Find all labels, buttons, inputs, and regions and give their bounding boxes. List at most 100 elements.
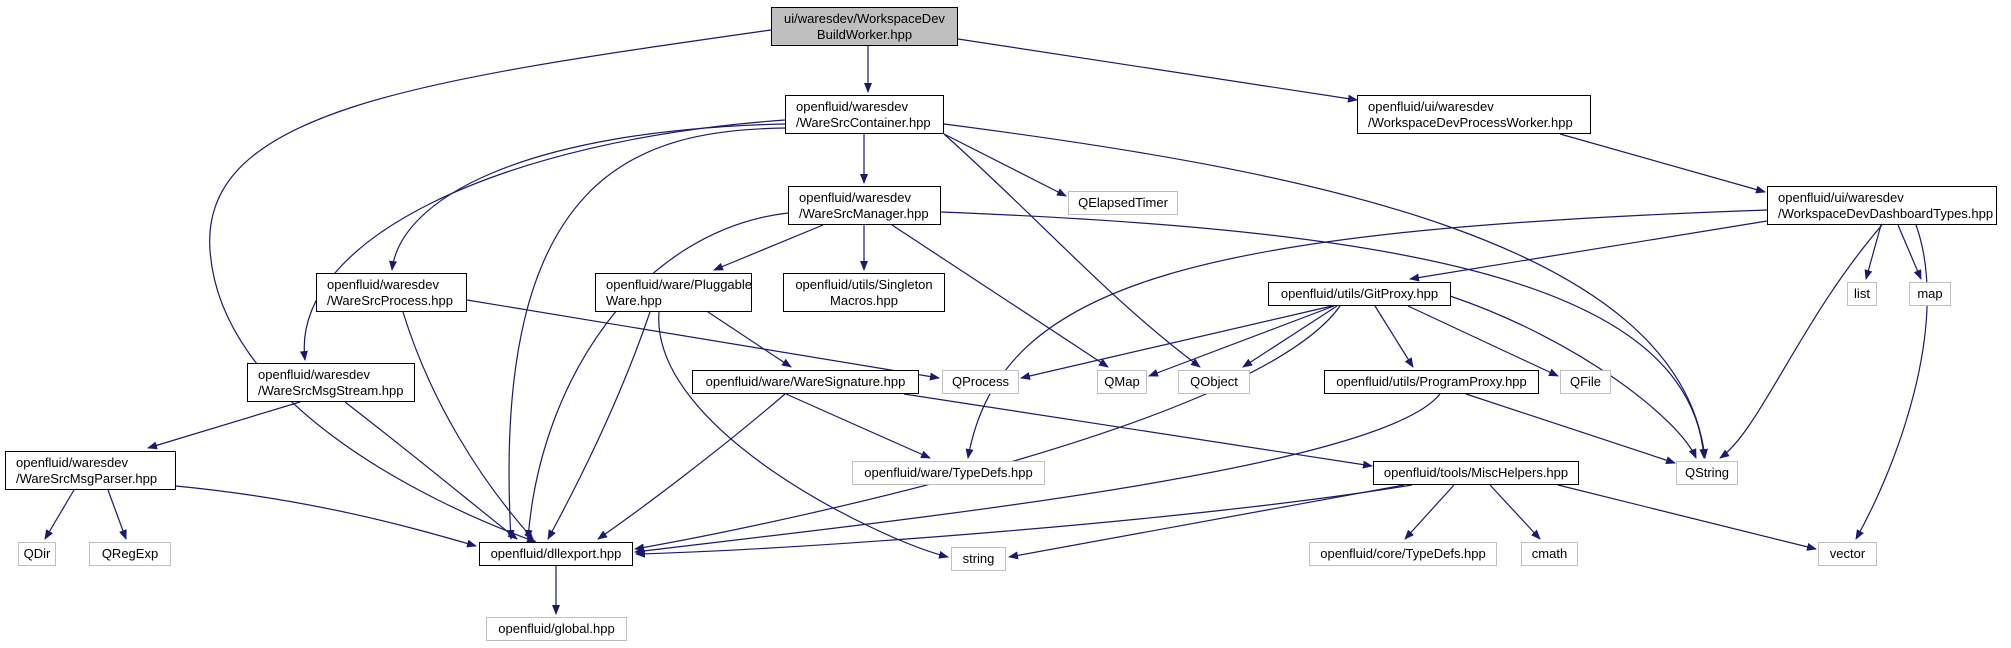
node-workspacedevdashboardtypes[interactable]: openfluid/ui/waresdev /WorkspaceDevDashb… xyxy=(1767,186,1997,225)
edge-wsc-to-qobject xyxy=(943,133,1201,368)
node-list: list xyxy=(1847,282,1877,306)
edge-git-to-qprocess xyxy=(1020,305,1333,380)
node-waresrcprocess[interactable]: openfluid/waresdev /WareSrcProcess.hpp xyxy=(316,273,467,312)
edge-mh-to-ctd xyxy=(1404,484,1455,540)
node-ware-typedefs: openfluid/ware/TypeDefs.hpp xyxy=(852,461,1045,485)
node-singletonmacros[interactable]: openfluid/utils/Singleton Macros.hpp xyxy=(783,273,945,312)
node-workspacedevprocessworker[interactable]: openfluid/ui/waresdev /WorkspaceDevProce… xyxy=(1357,95,1591,134)
node-qstring: QString xyxy=(1676,461,1738,485)
edge-pw-to-dll xyxy=(547,311,651,540)
node-label-line: /WareSrcManager.hpp xyxy=(799,205,929,221)
node-label-line: QFile xyxy=(1569,374,1602,389)
edge-git-to-dll xyxy=(634,305,1341,552)
edge-wdpw-to-wddt xyxy=(1559,133,1766,194)
edge-git-to-qobject xyxy=(1242,305,1338,368)
edge-mh-to-cmath xyxy=(1489,484,1541,540)
node-label-line: openfluid/utils/ProgramProxy.hpp xyxy=(1336,374,1527,389)
edge-wsc-to-qet xyxy=(943,133,1067,197)
edge-wsm-to-qstring xyxy=(940,211,1708,459)
node-label-line: openfluid/core/TypeDefs.hpp xyxy=(1320,546,1486,561)
node-label-line: QString xyxy=(1684,465,1730,480)
node-label-line: Ware.hpp xyxy=(606,292,662,308)
edge-mh-to-string xyxy=(1008,484,1405,560)
node-label-line: openfluid/dllexport.hpp xyxy=(490,546,622,561)
node-label-line: BuildWorker.hpp xyxy=(816,26,913,42)
node-waresrcmsgstream[interactable]: openfluid/waresdev /WareSrcMsgStream.hpp xyxy=(247,363,415,402)
edge-git-to-qmap xyxy=(1148,305,1335,377)
node-label-line: QDir xyxy=(23,546,51,561)
node-label-line: openfluid/ui/waresdev xyxy=(1778,189,1904,205)
node-label-line: openfluid/waresdev xyxy=(258,366,371,382)
node-gitproxy[interactable]: openfluid/utils/GitProxy.hpp xyxy=(1268,282,1451,306)
edge-pp-to-qstring xyxy=(1465,393,1676,464)
edge-mh-to-vector xyxy=(1557,484,1817,551)
edge-wsmp-to-dll xyxy=(175,485,477,548)
edge-wsms-to-dll xyxy=(344,401,518,540)
node-label-line: QElapsedTimer xyxy=(1078,195,1168,210)
node-label-line: openfluid/ware/Pluggable xyxy=(606,276,752,292)
edge-wsp-to-dll xyxy=(402,311,534,540)
node-vector: vector xyxy=(1818,542,1877,566)
node-waresrcmanager[interactable]: openfluid/waresdev /WareSrcManager.hpp xyxy=(788,186,941,225)
node-label-line: QMap xyxy=(1104,374,1140,389)
edge-pp-to-dll xyxy=(634,393,1441,555)
node-label-line: /WorkspaceDevDashboardTypes.hpp xyxy=(1778,205,1994,221)
node-waresignature[interactable]: openfluid/ware/WareSignature.hpp xyxy=(692,370,919,394)
node-core-typedefs: openfluid/core/TypeDefs.hpp xyxy=(1309,542,1497,566)
node-dllexport[interactable]: openfluid/dllexport.hpp xyxy=(479,542,633,566)
edge-mh-to-dll xyxy=(635,484,1413,558)
node-label-line: openfluid/utils/GitProxy.hpp xyxy=(1280,286,1439,301)
node-qobject: QObject xyxy=(1178,370,1250,394)
node-label-line: openfluid/tools/MiscHelpers.hpp xyxy=(1383,465,1569,480)
node-label-line: list xyxy=(1854,286,1870,301)
node-label-line: /WareSrcContainer.hpp xyxy=(796,114,931,130)
node-map: map xyxy=(1909,282,1951,306)
node-qprocess: QProcess xyxy=(942,370,1019,394)
node-label-line: /WareSrcMsgParser.hpp xyxy=(16,470,158,486)
node-label-line: map xyxy=(1917,286,1943,301)
node-qregexp: QRegExp xyxy=(89,542,171,566)
node-waresrcmsgparser[interactable]: openfluid/waresdev /WareSrcMsgParser.hpp xyxy=(5,451,176,490)
edge-wsc-to-qstring xyxy=(943,123,1708,459)
edge-wddt-to-qstring xyxy=(1719,224,1883,459)
edges xyxy=(44,29,1928,615)
edge-git-to-pp xyxy=(1374,305,1414,368)
node-label-line: openfluid/ui/waresdev xyxy=(1368,98,1494,114)
node-label-line: /WorkspaceDevProcessWorker.hpp xyxy=(1368,114,1573,130)
node-label-line: cmath xyxy=(1531,546,1568,561)
node-label-line: openfluid/waresdev xyxy=(16,454,129,470)
edge-wsm-to-qmap xyxy=(891,224,1109,368)
edge-wsc-to-wsms xyxy=(299,119,786,361)
node-label-line: openfluid/utils/Singleton xyxy=(795,276,933,292)
node-mischelpers[interactable]: openfluid/tools/MiscHelpers.hpp xyxy=(1373,461,1579,485)
node-label-line: vector xyxy=(1829,546,1866,561)
edge-root-to-dll xyxy=(209,29,772,543)
node-qdir: QDir xyxy=(18,542,56,566)
node-label-line: QProcess xyxy=(951,374,1010,389)
node-cmath: cmath xyxy=(1521,542,1578,566)
node-label-line: QRegExp xyxy=(101,546,159,561)
node-label-line: ui/waresdev/WorkspaceDev xyxy=(784,10,945,26)
node-programproxy[interactable]: openfluid/utils/ProgramProxy.hpp xyxy=(1324,370,1539,394)
edge-wsmp-to-qdir xyxy=(44,489,75,540)
edge-wsc-to-dll xyxy=(506,127,786,540)
node-label-line: openfluid/waresdev xyxy=(796,98,909,114)
node-label-line: openfluid/ware/WareSignature.hpp xyxy=(705,374,906,389)
edge-wddt-to-list xyxy=(1864,224,1882,280)
edge-wddt-to-vector xyxy=(1855,224,1928,540)
node-label-line: openfluid/waresdev xyxy=(327,276,440,292)
edge-wddt-to-git xyxy=(1409,220,1768,282)
node-label-line: Macros.hpp xyxy=(830,292,898,308)
node-label-line: /WareSrcMsgStream.hpp xyxy=(258,382,404,398)
edge-wsm-to-pw xyxy=(713,224,824,271)
node-string: string xyxy=(951,547,1006,571)
node-global: openfluid/global.hpp xyxy=(486,617,627,641)
node-qmap: QMap xyxy=(1097,370,1147,394)
edge-git-to-qfile xyxy=(1407,305,1559,377)
node-pluggableware[interactable]: openfluid/ware/Pluggable Ware.hpp xyxy=(595,273,752,312)
node-label-line: openfluid/ware/TypeDefs.hpp xyxy=(864,465,1033,480)
node-waresrccontainer[interactable]: openfluid/waresdev /WareSrcContainer.hpp xyxy=(785,95,944,134)
edge-wsmp-to-qregexp xyxy=(107,489,127,540)
node-qelapsedtimer: QElapsedTimer xyxy=(1068,191,1178,215)
node-label-line: openfluid/global.hpp xyxy=(498,621,615,636)
